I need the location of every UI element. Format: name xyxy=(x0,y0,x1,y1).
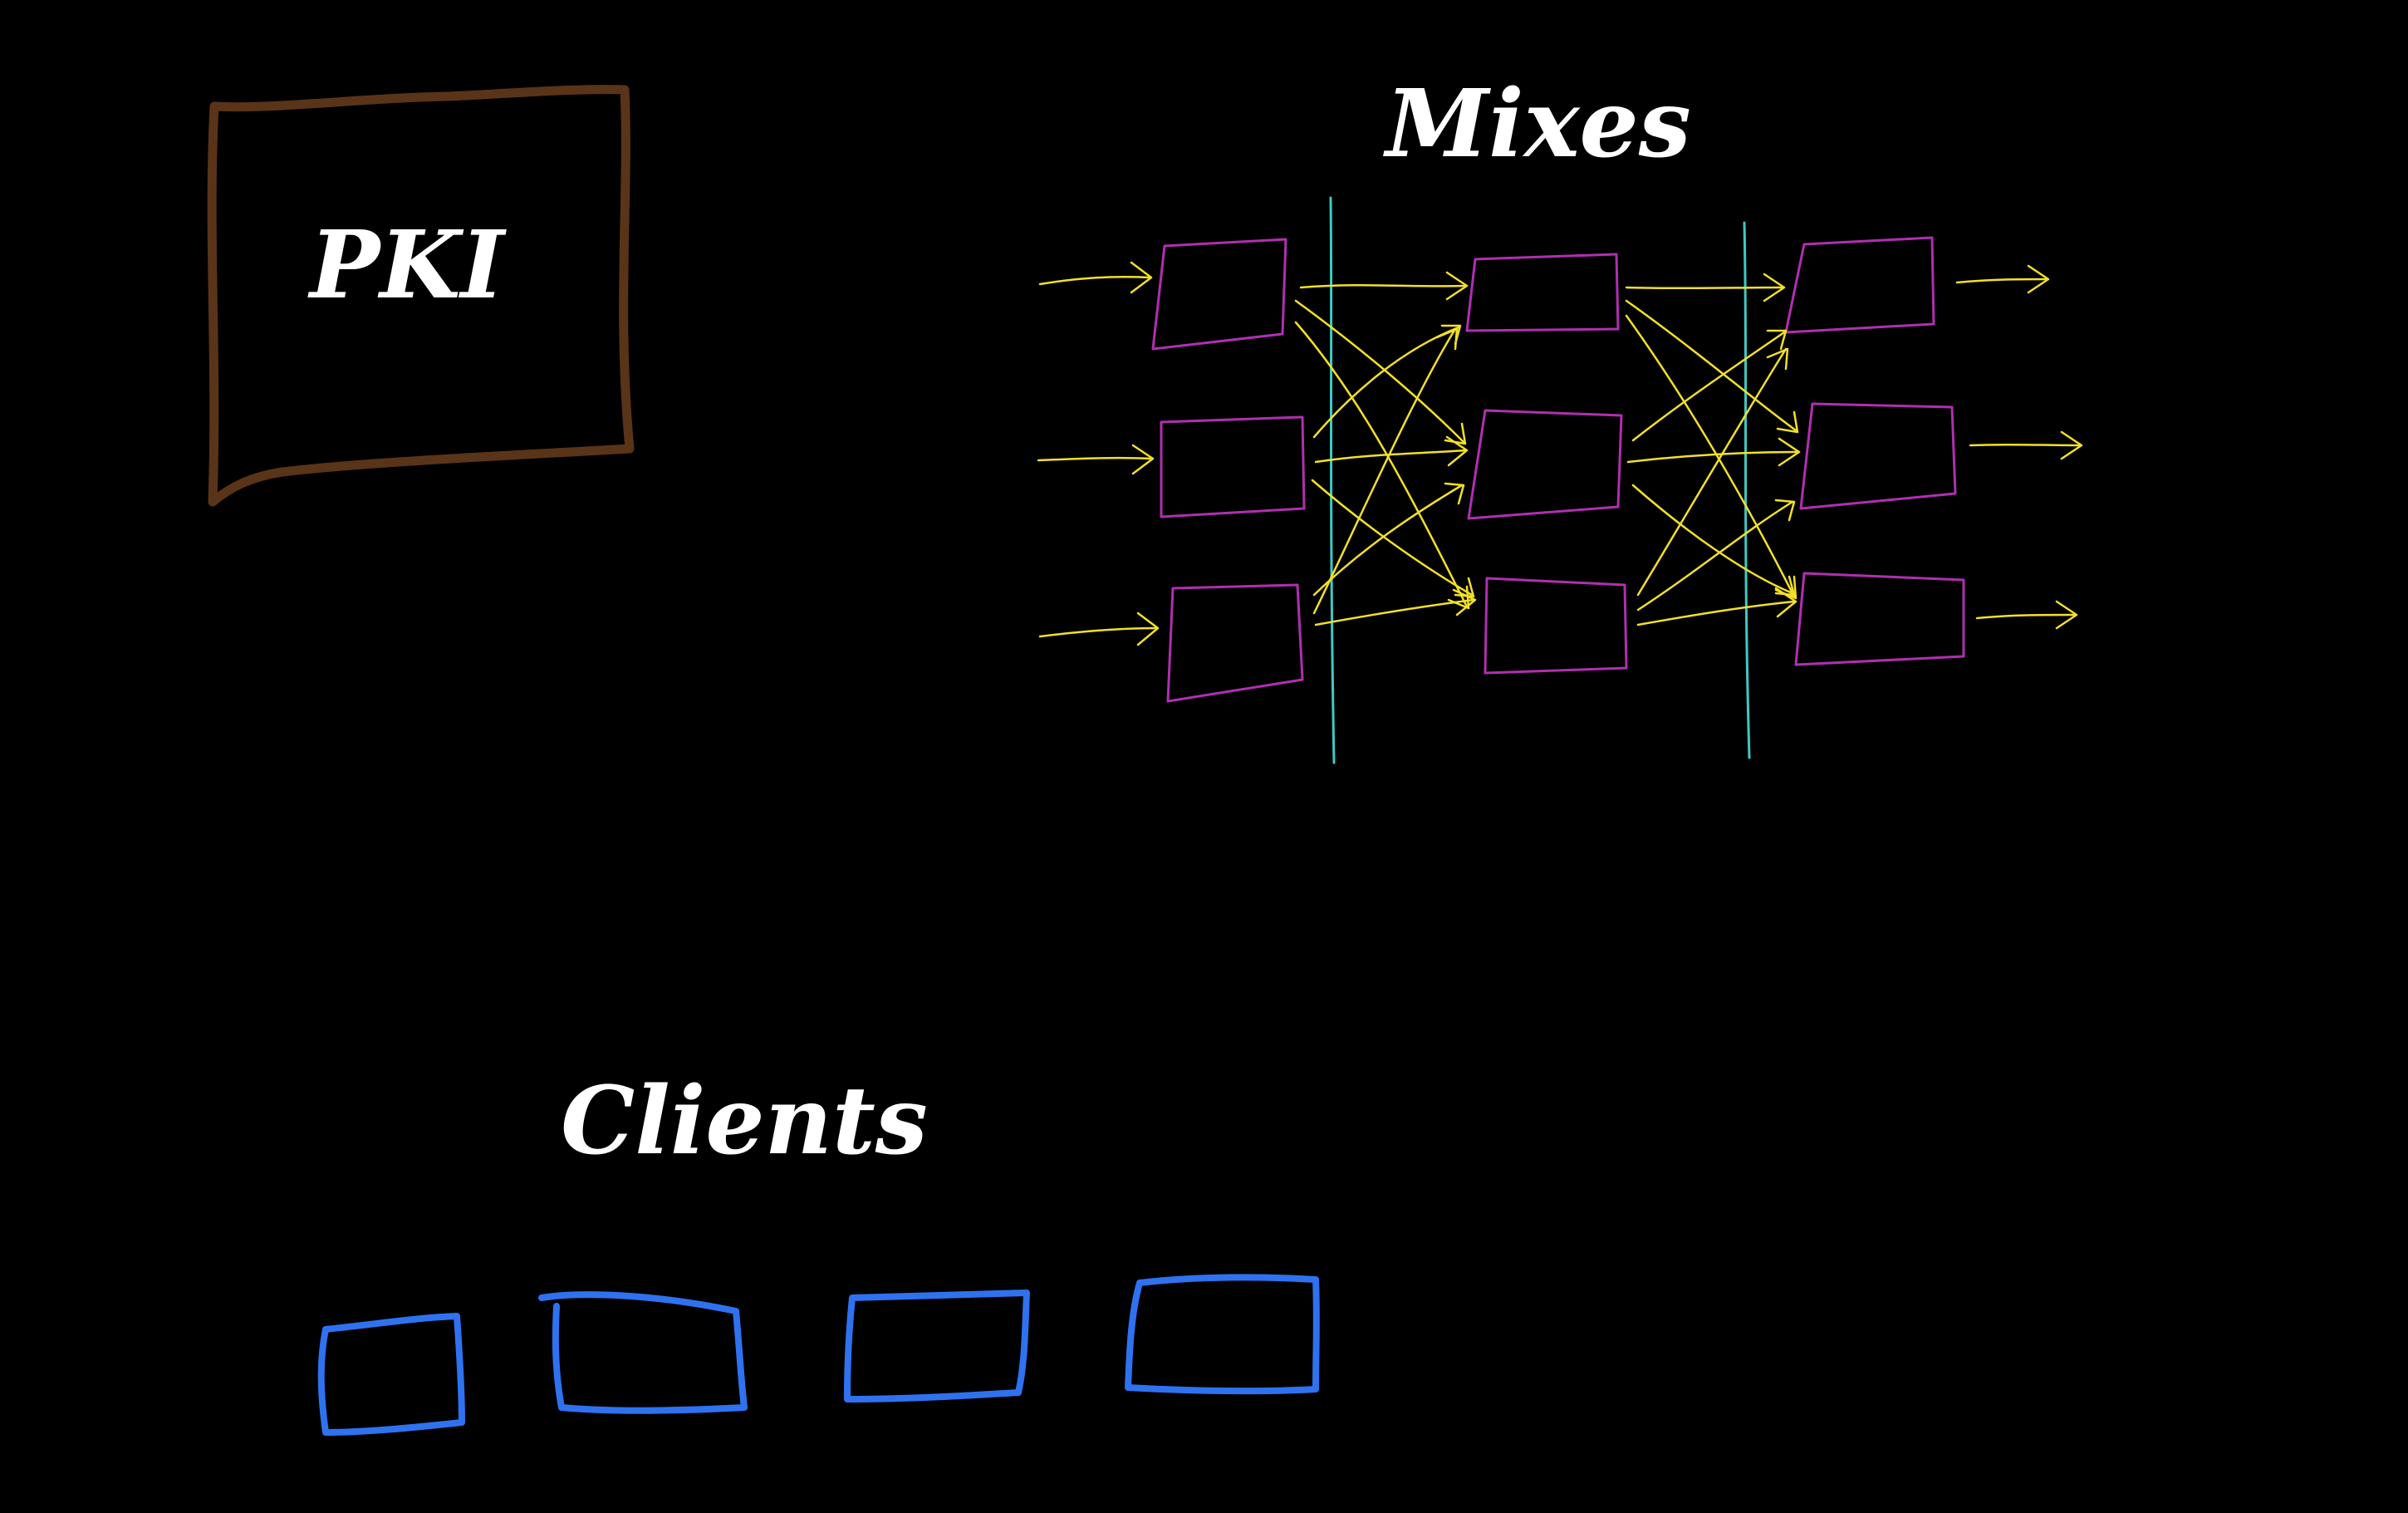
mix-node-l1-n1 xyxy=(1151,238,1287,351)
mix-arrows xyxy=(1037,261,2083,646)
arrow-output-3-head xyxy=(2055,600,2078,630)
arrow-l1n1-l2n2-head xyxy=(1444,422,1467,445)
layer-divider-1 xyxy=(1329,196,1336,764)
arrow-l2n1-l3n1 xyxy=(1625,286,1784,290)
arrow-l2n3-l3n2-head xyxy=(1774,499,1796,522)
arrow-l1n2-l2n3-head xyxy=(1454,577,1475,598)
arrow-l2n2-l3n1-head xyxy=(1766,329,1788,351)
client-box-2 xyxy=(538,1291,748,1414)
arrow-l2n3-l3n3 xyxy=(1636,600,1796,626)
arrow-output-2-head xyxy=(2060,430,2083,460)
arrow-l2n2-l3n2-head xyxy=(1778,437,1801,467)
arrow-l2n3-l3n2 xyxy=(1636,500,1794,612)
client-group xyxy=(317,1274,1320,1436)
client-box-1 xyxy=(317,1313,465,1436)
mix-node-l2-n2 xyxy=(1467,409,1623,520)
arrow-l1n1-l2n3 xyxy=(1294,321,1469,608)
arrow-l1n1-l2n3-head xyxy=(1447,585,1470,610)
arrow-input-3 xyxy=(1038,626,1158,638)
arrow-l2n3-l3n1-head xyxy=(1766,347,1789,371)
pki-label: PKI xyxy=(307,211,508,320)
arrow-l1n3-l2n2-head xyxy=(1444,482,1465,505)
arrow-l2n2-l3n2 xyxy=(1626,450,1799,464)
arrow-l2n1-l3n2-head xyxy=(1776,410,1799,434)
client-box-3 xyxy=(844,1289,1030,1402)
arrow-l2n2-l3n1 xyxy=(1631,331,1786,442)
arrow-input-1-head xyxy=(1130,261,1153,294)
mix-node-l3-n1 xyxy=(1784,236,1935,334)
arrow-input-2-head xyxy=(1131,444,1155,475)
arrow-input-2 xyxy=(1037,456,1153,462)
mix-node-l2-n1 xyxy=(1465,253,1620,332)
arrow-output-1-head xyxy=(2027,264,2050,294)
mix-node-l3-n2 xyxy=(1799,402,1957,510)
arrow-l1n1-l2n2 xyxy=(1294,299,1465,444)
arrow-l2n1-l3n3-head xyxy=(1774,575,1797,600)
mixes-title: Mixes xyxy=(1382,70,1691,179)
arrow-l1n2-l2n2 xyxy=(1314,449,1467,464)
mix-node-l1-n2 xyxy=(1160,415,1306,518)
arrow-input-1 xyxy=(1038,276,1151,286)
arrow-l2n1-l3n2 xyxy=(1625,299,1797,432)
arrow-l2n3-l3n1 xyxy=(1636,347,1788,597)
client-box-4 xyxy=(1125,1274,1320,1395)
arrow-l1n2-l2n3 xyxy=(1311,479,1474,597)
mix-node-l1-n3 xyxy=(1166,583,1304,703)
arrow-l1n1-l2n1-head xyxy=(1445,271,1469,301)
arrow-input-3-head xyxy=(1136,612,1160,646)
pki-box xyxy=(207,85,635,507)
clients-title: Clients xyxy=(561,1067,928,1176)
arrow-l2n1-l3n1-head xyxy=(1763,273,1786,302)
arrow-l1n3-l2n2 xyxy=(1312,484,1464,597)
layer-divider-2 xyxy=(1743,221,1751,759)
pki-group: PKI xyxy=(207,85,635,507)
arrow-l2n1-l3n3 xyxy=(1625,314,1796,598)
arrow-l2n2-l3n3-head xyxy=(1774,575,1796,597)
mix-node-l3-n3 xyxy=(1794,572,1965,666)
arrow-l1n1-l2n1 xyxy=(1299,284,1467,289)
mix-network xyxy=(1037,196,2083,764)
arrow-output-3 xyxy=(1975,613,2077,620)
arrow-l1n3-l2n3 xyxy=(1314,598,1475,626)
arrow-l1n3-l2n1-head xyxy=(1435,327,1459,351)
arrow-l1n2-l2n1 xyxy=(1312,326,1460,439)
arrow-output-1 xyxy=(1955,278,2048,284)
mix-node-l2-n3 xyxy=(1484,577,1628,675)
arrow-l2n2-l3n3 xyxy=(1631,484,1794,595)
